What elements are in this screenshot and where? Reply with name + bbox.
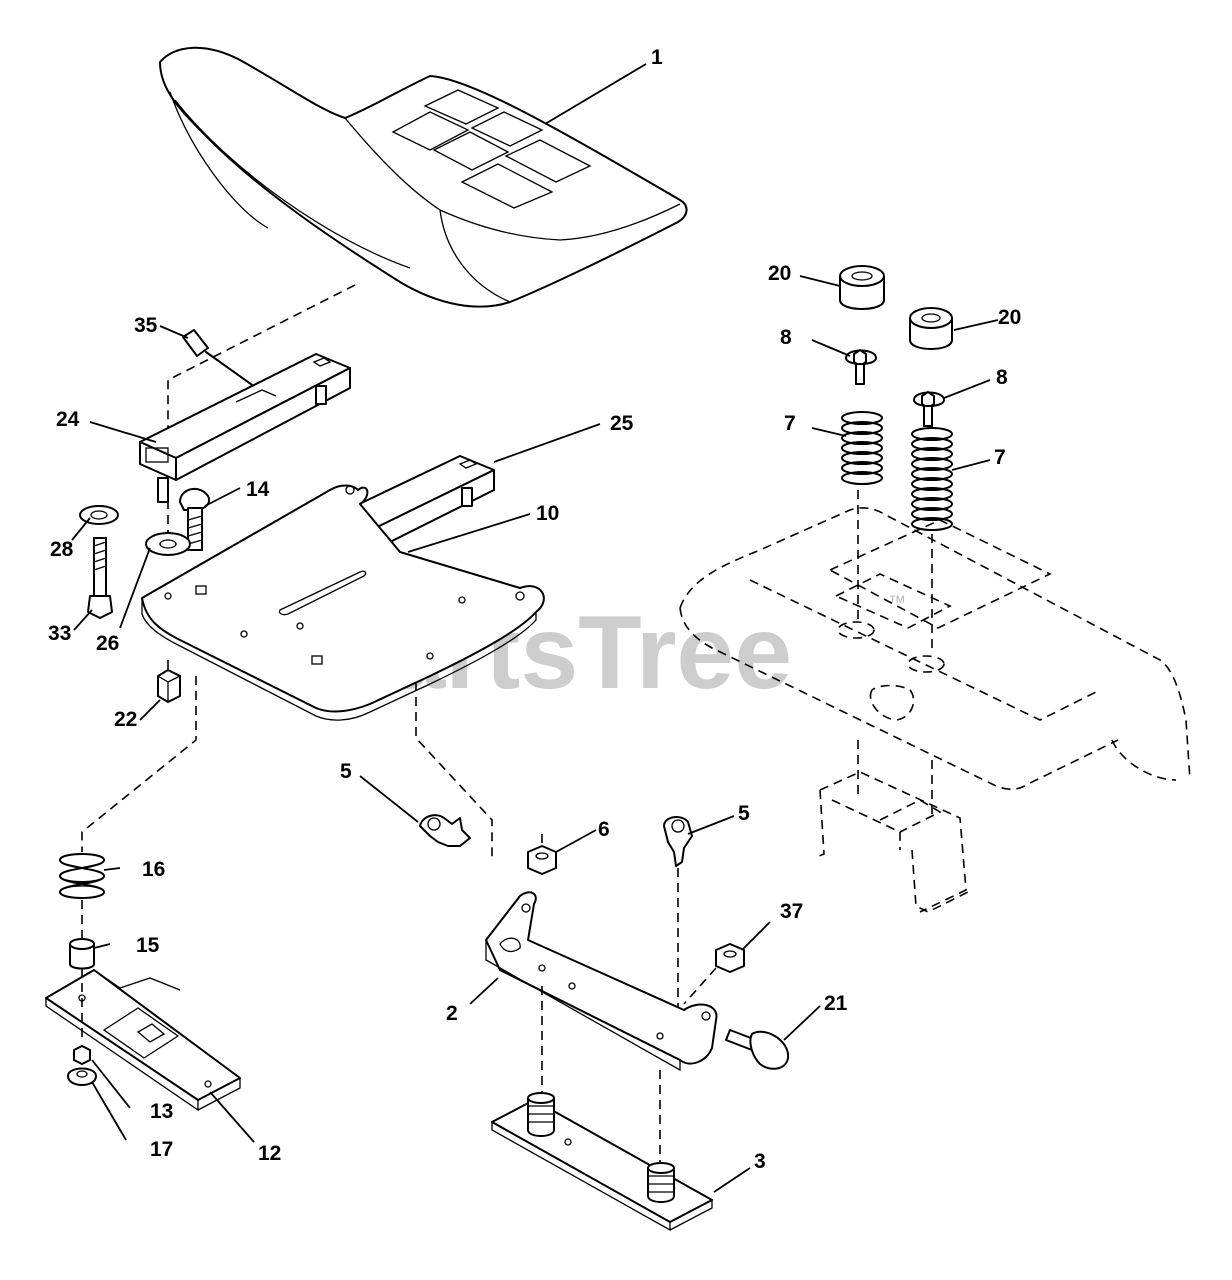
part-nut-6 (527, 845, 557, 875)
part-screw-8-right (913, 391, 945, 427)
callout-5-left: 5 (340, 760, 352, 783)
part-carriage-bolt (179, 487, 210, 551)
leader-lines (71, 63, 999, 1193)
part-bracket-plate-12 (45, 969, 241, 1112)
callout-20-right: 20 (998, 306, 1021, 329)
callout-14: 14 (246, 478, 270, 501)
part-pivot-bracket-2 (485, 891, 718, 1072)
callout-25: 25 (610, 412, 634, 435)
part-washer-26 (145, 532, 191, 556)
callout-3: 3 (754, 1150, 766, 1173)
part-nut-37 (715, 943, 745, 973)
callout-8-right: 8 (996, 366, 1008, 389)
callout-37: 37 (780, 900, 803, 923)
part-bushing-15 (69, 938, 95, 970)
callout-13: 13 (150, 1100, 173, 1123)
callout-1: 1 (651, 46, 663, 69)
callout-5-right: 5 (738, 802, 750, 825)
callout-10: 10 (536, 502, 559, 525)
callout-33: 33 (48, 622, 71, 645)
part-nut-17 (67, 1067, 97, 1086)
callout-numbers: 1 35 24 25 10 14 28 33 26 22 5 6 5 16 15… (48, 46, 1021, 1173)
callout-17: 17 (150, 1138, 173, 1161)
callout-28: 28 (50, 538, 74, 561)
part-screw-8-left (845, 349, 877, 385)
callout-6: 6 (598, 818, 610, 841)
part-clip-5-right (663, 816, 693, 867)
part-shoulder-bolt-21 (725, 1029, 790, 1070)
part-spacer-20-right (909, 307, 953, 350)
part-seat (159, 46, 688, 308)
part-spring-16 (59, 853, 105, 899)
callout-12: 12 (258, 1142, 281, 1165)
part-nut-13 (73, 1045, 91, 1065)
callout-35: 35 (134, 314, 158, 337)
part-washer-28 (79, 505, 119, 525)
part-spring-7-left (841, 411, 883, 485)
callout-22: 22 (114, 708, 137, 731)
part-seat-pan (141, 484, 545, 721)
part-clip-5-left (419, 814, 471, 847)
callout-7-right: 7 (994, 446, 1006, 469)
callout-7-left: 7 (784, 412, 796, 435)
callout-16: 16 (142, 858, 165, 881)
part-locknut-22 (157, 669, 181, 703)
part-spacer-20-left (839, 265, 885, 310)
reference-fender (679, 507, 1191, 913)
part-left-slide-rail (139, 353, 351, 503)
callout-15: 15 (136, 934, 160, 957)
part-spring-7-right (911, 427, 953, 531)
watermark-trademark: ™ (888, 592, 906, 612)
callout-8-left: 8 (780, 326, 792, 349)
part-bolt-33 (87, 537, 113, 619)
part-lever-pin (182, 329, 263, 393)
part-base-plate-3 (491, 1092, 713, 1232)
callout-24: 24 (56, 408, 80, 431)
callout-20-left: 20 (768, 262, 791, 285)
callout-2: 2 (446, 1002, 458, 1025)
callout-21: 21 (824, 992, 848, 1015)
callout-26: 26 (96, 632, 119, 655)
